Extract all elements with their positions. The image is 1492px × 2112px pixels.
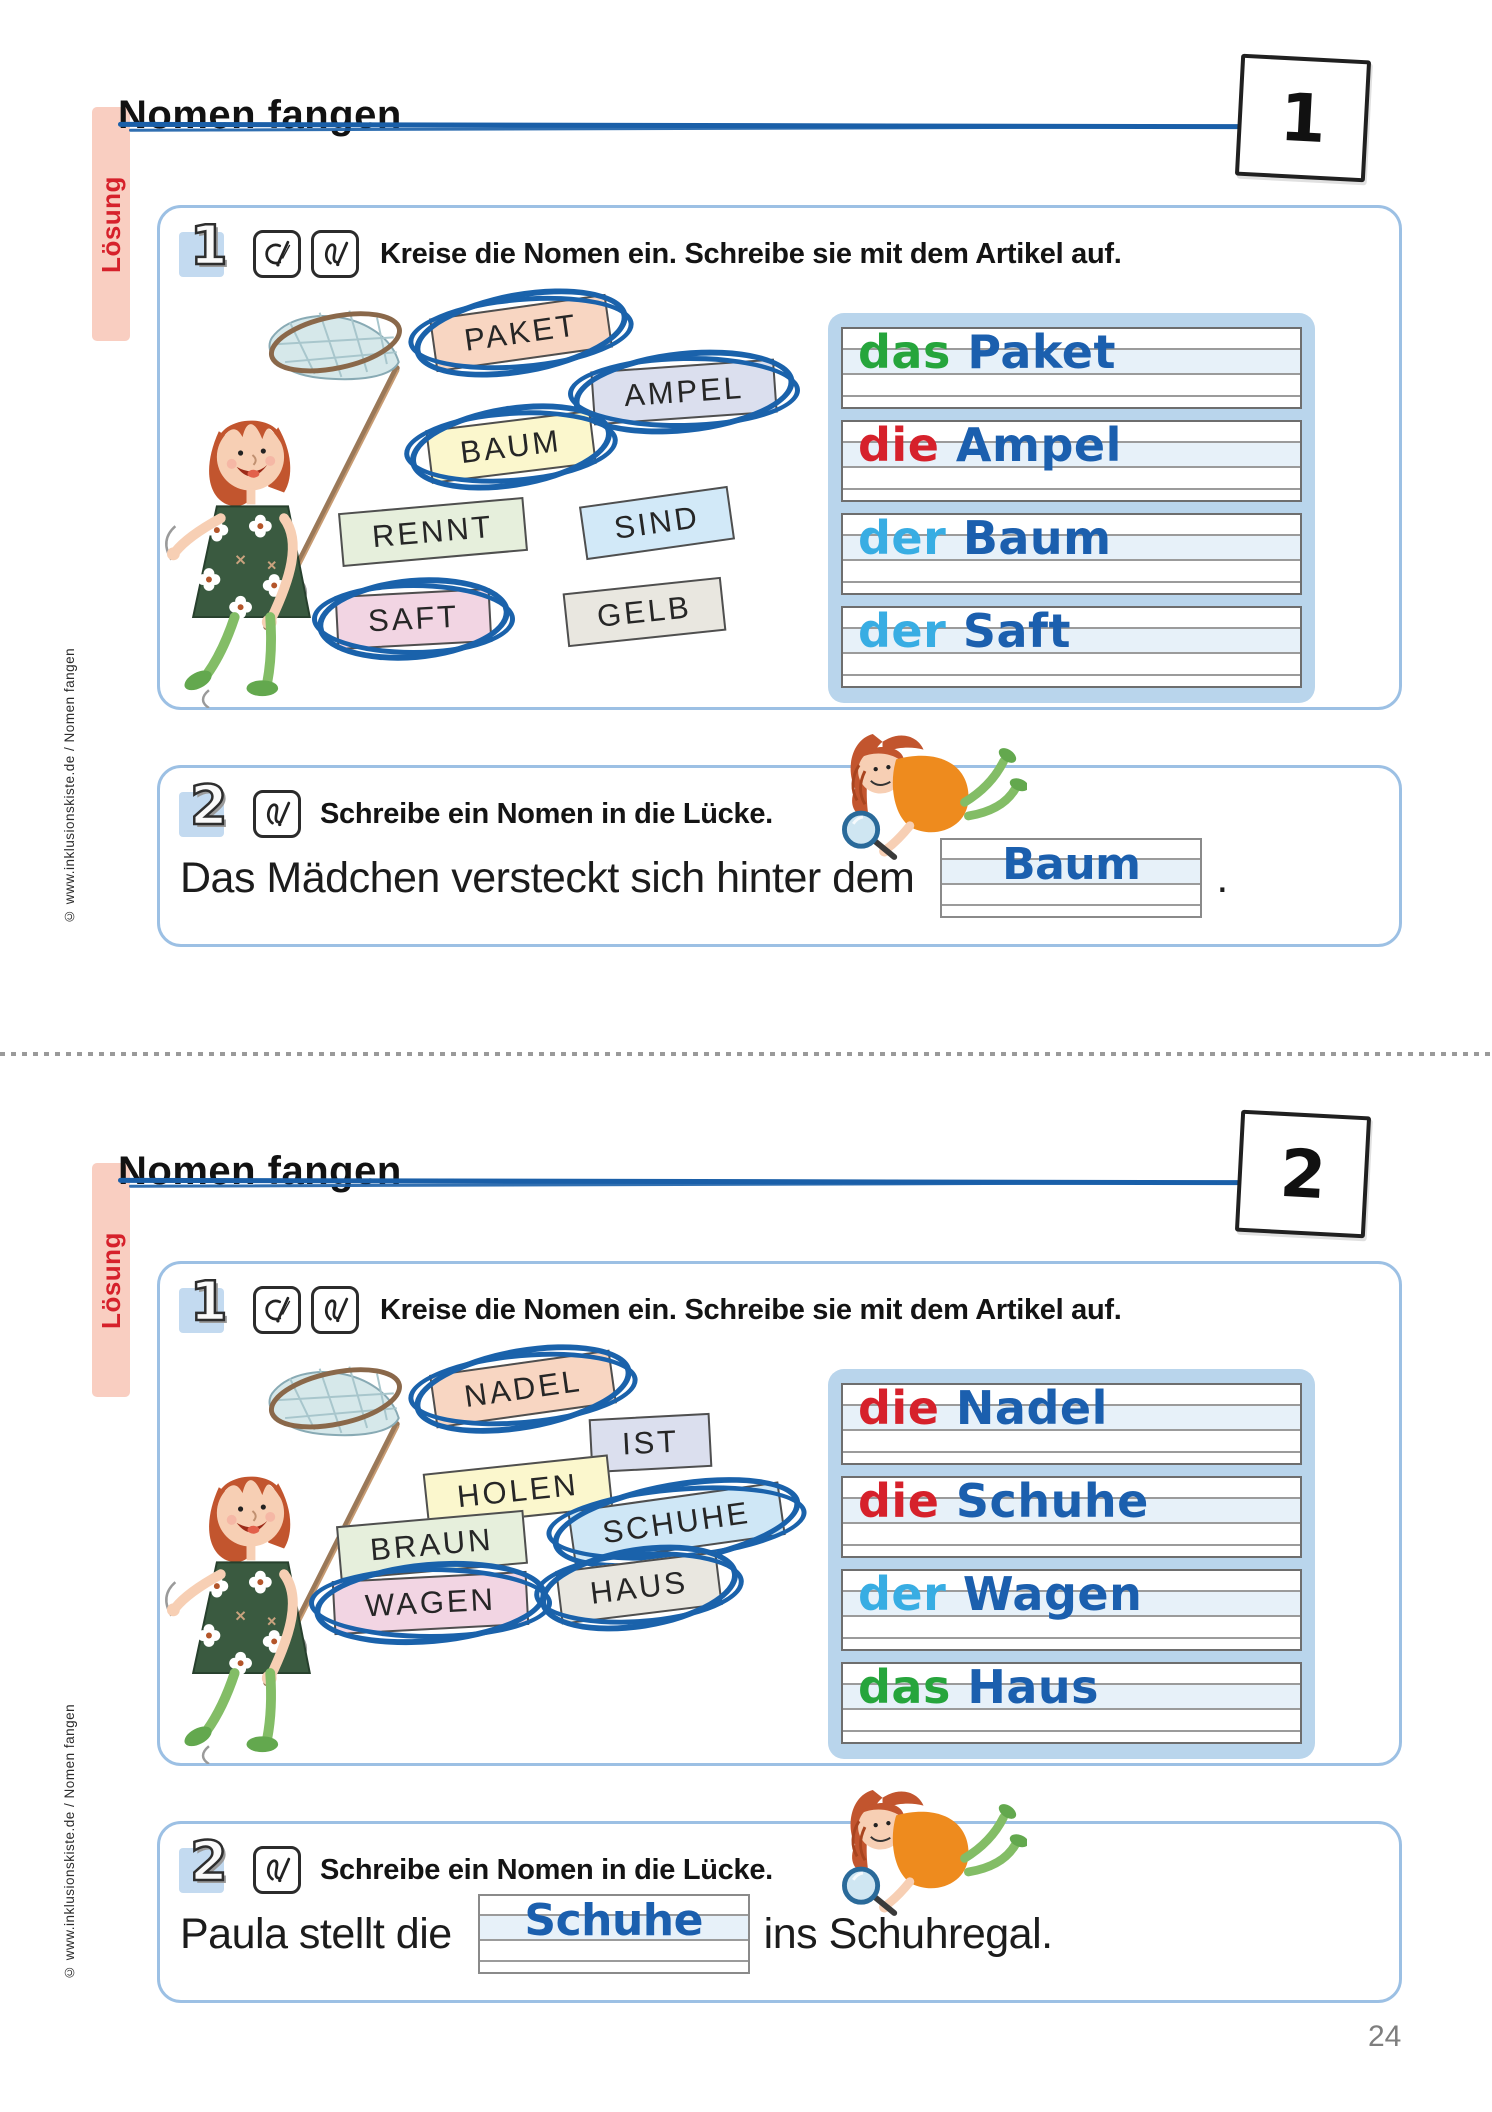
gap-sentence: Das Mädchen versteckt sich hinter dem Ba… <box>180 838 1228 918</box>
exercise-number: 2 <box>179 1829 243 1898</box>
article-word: der <box>858 511 947 565</box>
word-tile-braun: BRAUN <box>336 1509 528 1581</box>
answer-text: die Nadel <box>858 1378 1108 1439</box>
noun-word: Nadel <box>939 1381 1108 1435</box>
answer-text: das Haus <box>858 1657 1099 1718</box>
noun-word: Baum <box>946 511 1112 565</box>
solution-tab: Lösung <box>92 1163 130 1397</box>
gap-answer-box: Schuhe <box>477 1894 750 1974</box>
answer-line: die Ampel <box>841 418 1302 502</box>
exercise-number: 1 <box>179 1269 243 1338</box>
exercise-number: 2 <box>179 773 243 842</box>
noun-word: Schuhe <box>939 1474 1149 1528</box>
word-label: AMPEL <box>622 369 746 414</box>
circle-pencil-icon <box>253 1286 301 1334</box>
noun-word: Ampel <box>939 418 1122 472</box>
word-tile-gelb: GELB <box>562 576 727 648</box>
word-tile-baum: BAUM <box>401 390 620 504</box>
answer-line: der Baum <box>841 511 1302 595</box>
answer-text: die Ampel <box>858 415 1122 476</box>
word-label: WAGEN <box>364 1581 497 1624</box>
noun-word: Saft <box>946 604 1071 658</box>
word-tile-paket: PAKET <box>405 273 638 393</box>
word-tile-wagen: WAGEN <box>309 1552 552 1654</box>
exercise-2-instruction: Schreibe ein Nomen in die Lücke. <box>320 1854 773 1886</box>
solution-tab: Lösung <box>92 107 130 341</box>
worksheet-page-1: Lösung Nomen fangen 1 1 Kreise die Nomen… <box>62 53 1402 947</box>
word-label: RENNT <box>370 508 496 555</box>
word-label: SCHUHE <box>600 1494 753 1551</box>
word-tile-nadel: NADEL <box>405 1329 642 1449</box>
copyright-note: © www.inklusionskiste.de / Nomen fangen <box>62 647 77 925</box>
girl-with-magnifier-illustration <box>822 1782 1027 1919</box>
answer-line: der Saft <box>841 604 1302 688</box>
worksheet-page-2: Lösung Nomen fangen 2 1 Kreise die Nomen… <box>0 1056 1492 2112</box>
article-word: der <box>858 1567 947 1621</box>
answer-text: der Wagen <box>858 1564 1142 1625</box>
word-label: SAFT <box>367 598 461 639</box>
word-tile-saft: SAFT <box>312 569 516 669</box>
sentence-before: Paula stellt die <box>180 1909 452 1958</box>
word-label: NADEL <box>462 1362 585 1415</box>
answer-line: das Paket <box>841 325 1302 409</box>
exercise-1-instruction: Kreise die Nomen ein. Schreibe sie mit d… <box>380 238 1122 270</box>
sentence-after: ins Schuhregal. <box>763 1909 1053 1958</box>
exercise-2-instruction: Schreibe ein Nomen in die Lücke. <box>320 798 773 830</box>
answer-line: die Nadel <box>841 1381 1302 1465</box>
copyright-note: © www.inklusionskiste.de / Nomen fangen <box>62 1703 77 1981</box>
noun-word: Wagen <box>946 1567 1143 1621</box>
article-word: die <box>858 1474 940 1528</box>
write-pencil-icon <box>311 1286 359 1334</box>
answer-line: die Schuhe <box>841 1474 1302 1558</box>
word-label: BRAUN <box>368 1521 495 1568</box>
word-label: HOLEN <box>455 1466 581 1515</box>
exercise-1-instruction: Kreise die Nomen ein. Schreibe sie mit d… <box>380 1294 1122 1326</box>
gap-answer-box: Baum <box>940 838 1203 918</box>
cut-line-divider <box>0 1052 1492 1056</box>
gap-sentence: Paula stellt die Schuhe ins Schuhregal. <box>180 1894 1053 1974</box>
article-word: der <box>858 604 947 658</box>
answer-text: der Baum <box>858 508 1112 569</box>
answer-line: das Haus <box>841 1660 1302 1744</box>
word-label: SIND <box>611 499 703 546</box>
word-tile-rennt: RENNT <box>338 497 528 567</box>
write-pencil-icon <box>311 230 359 278</box>
exercise-number: 1 <box>179 213 243 282</box>
gap-answer-word: Schuhe <box>524 1895 703 1946</box>
answer-text: der Saft <box>858 601 1071 662</box>
article-word: die <box>858 418 940 472</box>
write-pencil-icon <box>253 1846 301 1894</box>
noun-word: Haus <box>950 1660 1100 1714</box>
book-page-number: 24 <box>1368 2020 1402 2053</box>
word-tile-ampel: AMPEL <box>567 339 801 445</box>
word-label: PAKET <box>462 307 581 358</box>
article-word: das <box>858 325 951 379</box>
sentence-before: Das Mädchen versteckt sich hinter dem <box>180 853 915 902</box>
answer-line: der Wagen <box>841 1567 1302 1651</box>
exercise-2-box <box>157 1821 1402 2003</box>
write-pencil-icon <box>253 790 301 838</box>
sentence-after: . <box>1216 853 1228 902</box>
circle-pencil-icon <box>253 230 301 278</box>
word-label: HAUS <box>588 1564 690 1611</box>
word-label: BAUM <box>458 422 564 471</box>
article-word: die <box>858 1381 940 1435</box>
noun-word: Paket <box>950 325 1116 379</box>
word-label: IST <box>621 1423 681 1462</box>
girl-with-magnifier-illustration <box>822 726 1027 863</box>
answer-text: die Schuhe <box>858 1471 1149 1532</box>
word-label: GELB <box>595 589 694 634</box>
article-word: das <box>858 1660 951 1714</box>
word-tile-sind: SIND <box>578 485 736 561</box>
answer-text: das Paket <box>858 322 1116 383</box>
gap-answer-word: Baum <box>1002 839 1141 890</box>
